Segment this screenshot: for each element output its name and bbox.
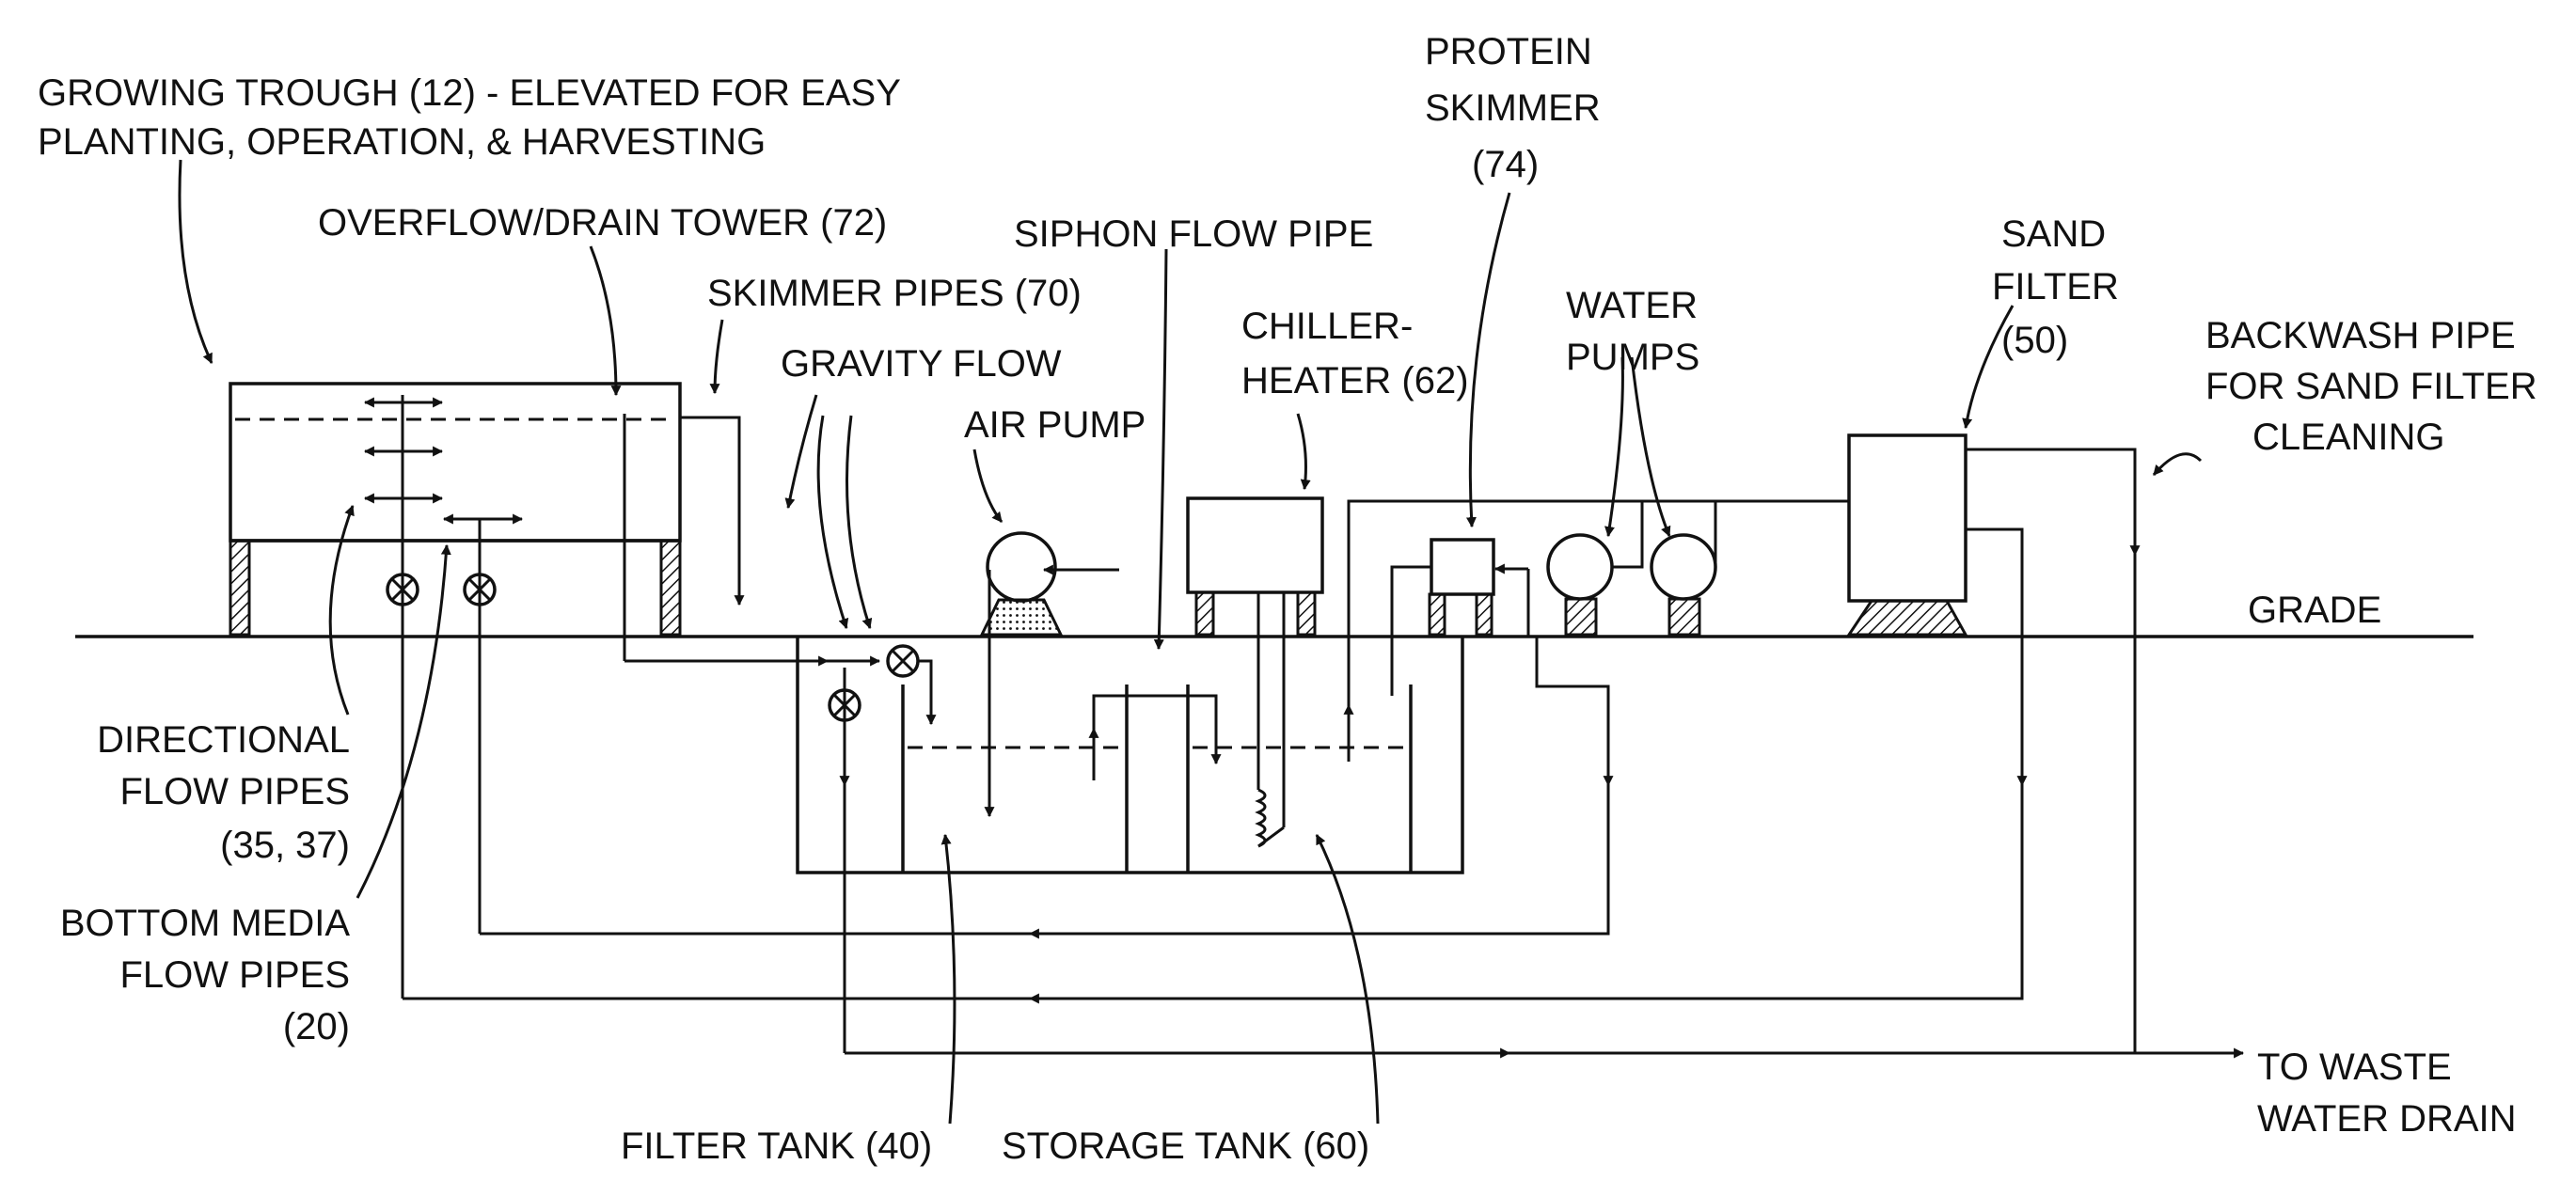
overflow-drain-tower xyxy=(624,414,828,661)
filter-tank-label: FILTER TANK (40) xyxy=(621,1125,932,1167)
bottom-media-flow-pipes xyxy=(444,519,522,934)
sand-filter-label-line-2: FILTER xyxy=(1992,266,2119,307)
chiller-heater-label-line-2: HEATER (62) xyxy=(1241,360,1469,401)
growing-trough xyxy=(230,384,680,635)
siphon-pipe-label: SIPHON FLOW PIPE xyxy=(1014,213,1373,255)
growing-trough-label-line-1: GROWING TROUGH (12) - ELEVATED FOR EASY xyxy=(38,72,901,114)
protein-skimmer-label-line-2: SKIMMER xyxy=(1425,87,1601,129)
air-pump xyxy=(982,533,1119,816)
chiller-heater xyxy=(1188,498,1322,846)
sand-filter-label-line-3: (50) xyxy=(2001,320,2068,361)
sand-filter-label-line-1: SAND xyxy=(2001,213,2106,255)
waste-drain-label-line-2: WATER DRAIN xyxy=(2257,1098,2517,1140)
bottom-media-label-line-2: FLOW PIPES xyxy=(120,954,351,996)
backwash-label-line-3: CLEANING xyxy=(2252,417,2445,458)
water-pumps-label-line-1: WATER xyxy=(1566,285,1698,326)
chiller-heater-label-line-1: CHILLER- xyxy=(1241,306,1413,347)
directional-pipes-label-line-3: (35, 37) xyxy=(220,825,350,866)
waste-drain-label-line-1: TO WASTE xyxy=(2257,1046,2452,1088)
water-pumps xyxy=(1537,501,1849,785)
bottom-media-label-line-3: (20) xyxy=(283,1006,350,1047)
storage-tank-label: STORAGE TANK (60) xyxy=(1002,1125,1369,1167)
protein-skimmer-label-line-1: PROTEIN xyxy=(1425,31,1592,72)
air-pump-label: AIR PUMP xyxy=(964,404,1146,446)
sand-filter xyxy=(1849,435,2135,1053)
gravity-flow-valves xyxy=(828,646,931,1053)
filter-tank xyxy=(798,637,1462,873)
return-piping xyxy=(403,785,2243,1053)
skimmer-pipes xyxy=(680,417,739,605)
directional-pipes-label-line-1: DIRECTIONAL xyxy=(97,719,350,761)
grade-label: GRADE xyxy=(2248,590,2381,631)
directional-flow-pipes xyxy=(365,395,442,999)
overflow-tower-label: OVERFLOW/DRAIN TOWER (72) xyxy=(318,202,887,244)
directional-pipes-label-line-2: FLOW PIPES xyxy=(120,771,351,812)
leader-lines xyxy=(180,160,2201,1124)
protein-skimmer-label-line-3: (74) xyxy=(1472,144,1539,185)
gravity-flow-label: GRAVITY FLOW xyxy=(781,343,1062,385)
siphon-flow-pipe xyxy=(1094,696,1216,780)
backwash-label-line-2: FOR SAND FILTER xyxy=(2205,366,2537,407)
water-pumps-label-line-2: PUMPS xyxy=(1566,337,1699,378)
bottom-media-label-line-1: BOTTOM MEDIA xyxy=(60,903,350,944)
skimmer-pipes-label: SKIMMER PIPES (70) xyxy=(707,273,1082,314)
growing-trough-label-line-2: PLANTING, OPERATION, & HARVESTING xyxy=(38,121,766,163)
backwash-label-line-1: BACKWASH PIPE xyxy=(2205,315,2516,356)
